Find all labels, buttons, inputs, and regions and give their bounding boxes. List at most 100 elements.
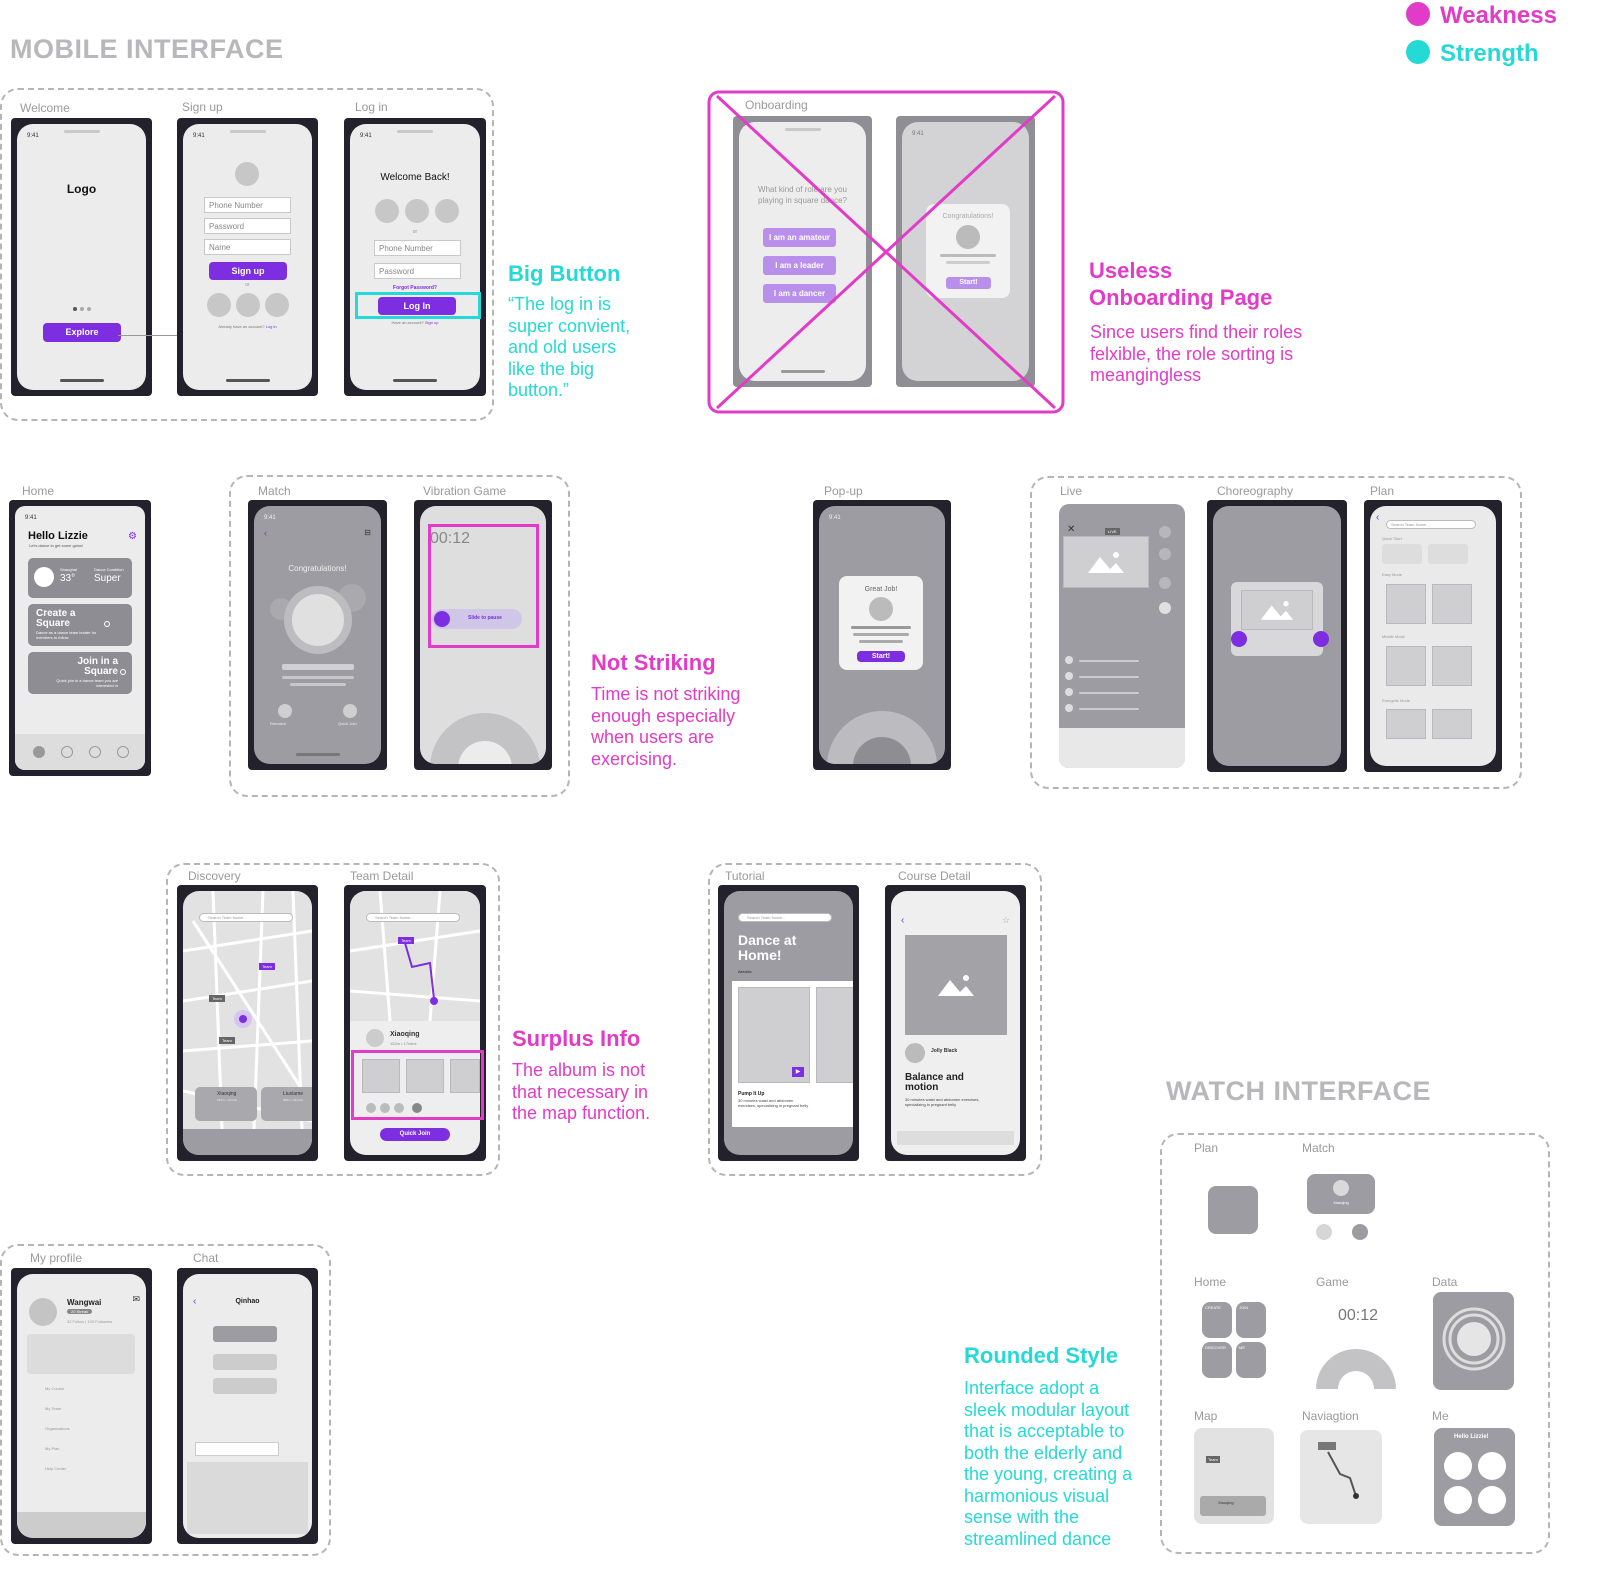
match-group [229,475,570,797]
favorite-icon[interactable]: ☆ [1001,915,1010,925]
phone-number-field[interactable]: Phone Number [374,240,461,256]
tab-discover[interactable] [61,746,73,758]
social-login-3[interactable] [265,293,289,317]
side-action[interactable] [1159,602,1171,614]
login-button[interactable]: Log In [378,297,456,315]
comment-bar[interactable] [897,1131,1014,1145]
back-icon[interactable]: ‹ [264,528,267,538]
chat-input[interactable] [195,1442,279,1456]
team-marker[interactable]: Team [259,963,275,970]
join-square-card[interactable]: Join in a Square Quick join in a dance t… [28,652,132,694]
rematch-button[interactable] [278,704,292,718]
team-marker[interactable]: Team [209,995,225,1002]
keyboard[interactable] [187,1462,308,1534]
social-login-3[interactable] [435,199,459,223]
profile-label: My profile [30,1251,83,1265]
leader-option[interactable]: I am a leader [763,256,836,275]
dancer-option[interactable]: I am a dancer [763,284,836,303]
course-label: Course Detail [898,869,971,883]
quick-join-button[interactable]: Quick Join [380,1128,450,1141]
quick-start-item[interactable] [1428,544,1468,564]
plan-thumb[interactable] [1386,584,1426,624]
settings-icon[interactable]: ⚙ [128,531,137,542]
watch-tile-create[interactable]: CREATE [1202,1302,1232,1338]
team-marker[interactable]: Team [398,937,414,944]
tutorial-search-input[interactable]: Search Team Name... [738,913,832,922]
explore-button[interactable]: Explore [43,323,121,342]
social-login-1[interactable] [375,199,399,223]
menu-item-course[interactable]: My Course [45,1386,65,1391]
user-location [239,1015,247,1023]
page-dots [73,307,93,311]
tab-me[interactable] [117,746,129,758]
mail-icon[interactable]: ✉ [132,1294,140,1304]
tab-course[interactable] [89,746,101,758]
social-login-1[interactable] [207,293,231,317]
social-login-2[interactable] [236,293,260,317]
course-thumb[interactable] [816,987,853,1083]
plan-thumb[interactable] [1386,646,1426,686]
menu-item-plan[interactable]: My Plan [45,1446,60,1451]
back-icon[interactable]: ‹ [1376,512,1380,523]
me-tile[interactable] [1478,1486,1506,1514]
watch-tile-join[interactable]: JOIN [1236,1302,1266,1338]
avatar-placeholder[interactable] [235,162,259,186]
login-link[interactable]: Log in [265,324,277,329]
quick-join-button[interactable] [343,704,357,718]
team-card[interactable]: Xiaoqing 152m • 17mins [195,1087,257,1121]
watch-tile-me[interactable]: ME [1236,1342,1266,1378]
me-tile[interactable] [1478,1452,1506,1480]
start-button[interactable]: Start! [946,277,991,289]
phone-mode-icon[interactable] [1231,631,1247,647]
plan-search-input[interactable]: Search Team Name... [1386,520,1476,529]
plan-thumb[interactable] [1432,584,1472,624]
menu-item-team[interactable]: My Team [45,1406,62,1411]
side-action[interactable] [1159,577,1171,589]
plan-thumb[interactable] [1386,709,1426,739]
map-card[interactable] [1200,1496,1266,1516]
avatar-icon [869,597,893,621]
map-team-marker[interactable]: Team [1206,1456,1220,1463]
password-field[interactable]: Password [204,218,291,234]
menu-item-help[interactable]: Help Center [45,1466,67,1471]
side-action[interactable] [1159,548,1171,560]
tab-home[interactable] [33,746,45,758]
phone-number-field[interactable]: Phone Number [204,197,291,213]
watch-mode-icon[interactable] [1313,631,1329,647]
live-badge: LIVE [1105,528,1120,535]
team-marker[interactable]: Team [219,1037,235,1044]
start-button[interactable]: Start! [857,651,905,662]
name-field[interactable]: Name [204,239,291,255]
watch-rematch[interactable] [1316,1224,1332,1240]
album-photo[interactable] [362,1059,400,1093]
watch-join[interactable] [1352,1224,1368,1240]
play-icon[interactable]: ▶ [792,1067,804,1077]
menu-item-organizations[interactable]: Organizations [45,1426,70,1431]
close-icon[interactable]: ✕ [1067,524,1076,535]
album-photo[interactable] [450,1059,480,1093]
amateur-option[interactable]: I am an amateur [763,228,836,247]
scan-icon[interactable]: ⊟ [364,528,371,537]
album-photo[interactable] [406,1059,444,1093]
me-tile[interactable] [1444,1486,1472,1514]
password-field[interactable]: Password [374,263,461,279]
plan-thumb[interactable] [1432,646,1472,686]
quick-start-item[interactable] [1382,544,1422,564]
team-card[interactable]: Liuxiame 300m • 21mins [261,1087,312,1121]
watch-tile-discover[interactable]: DISCOVER [1202,1342,1232,1378]
signup-label: Sign up [182,100,223,114]
signup-link[interactable]: Sign up [424,320,439,325]
plan-thumb[interactable] [1432,709,1472,739]
back-icon[interactable]: ‹ [901,915,905,926]
signup-button[interactable]: Sign up [209,262,287,280]
forgot-password-link[interactable]: Forgot Password? [393,285,437,291]
create-square-card[interactable]: Create a Square Dance as a dance team le… [28,604,132,646]
side-action[interactable] [1159,526,1171,538]
status-bar: 9:41 [360,133,372,139]
back-icon[interactable]: ‹ [193,1296,197,1307]
slide-to-pause[interactable]: Slide to pause [432,609,522,629]
me-tile[interactable] [1444,1452,1472,1480]
map-search-input[interactable]: Search Team Name... [199,913,293,922]
social-login-2[interactable] [405,199,429,223]
map-search-input[interactable]: Search Team Name... [366,913,460,922]
